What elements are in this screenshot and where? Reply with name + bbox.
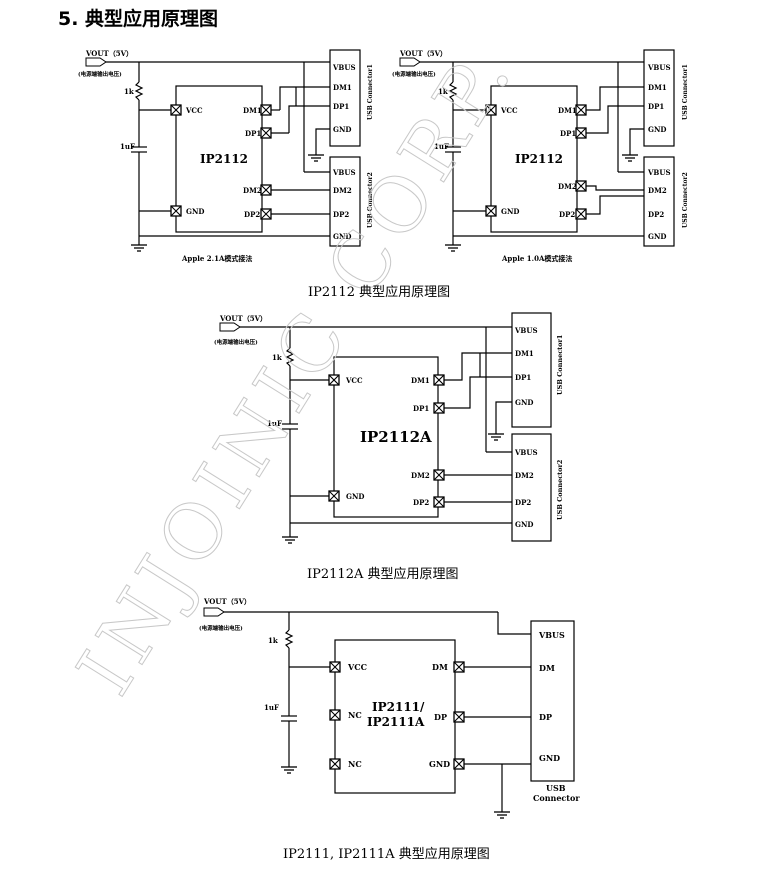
pin-nc: NC	[348, 710, 362, 720]
usb-connector2-label: USB Connector2	[367, 172, 374, 228]
resistor-label: 1k	[438, 87, 448, 96]
resistor-label: 1k	[272, 353, 282, 362]
pin-dp1: DP1	[245, 129, 261, 138]
pin-gnd: GND	[186, 207, 204, 216]
vout-label: VOUT（5V）	[203, 597, 251, 606]
caption-fig1: IP2112 典型应用原理图	[308, 285, 451, 300]
pin-dp: DP	[434, 712, 447, 722]
conn2-gnd: GND	[648, 232, 666, 241]
pin-dm2: DM2	[411, 471, 430, 480]
chip-name-ip2112a: IP2112A	[360, 428, 432, 446]
conn-dp: DP	[539, 712, 552, 722]
usb-connector2-label: USB Connector2	[556, 460, 564, 520]
mode-label-1a0: Apple 1.0A模式接法	[501, 254, 572, 263]
pin-dm: DM	[432, 662, 448, 672]
capacitor-label: 1uF	[120, 142, 135, 151]
chip-name-ip2111a: IP2111A	[367, 715, 425, 729]
pin-vcc: VCC	[345, 376, 363, 385]
usb-connector1-label: USB Connector1	[682, 64, 689, 120]
vout-note: (电源端输出电压)	[199, 624, 243, 632]
conn2-dm2: DM2	[515, 471, 534, 480]
usb-connector2-label: USB Connector2	[682, 172, 689, 228]
conn-gnd: GND	[648, 125, 666, 134]
resistor-label: 1k	[124, 87, 134, 96]
capacitor-label: 1uF	[434, 142, 449, 151]
vout-label: VOUT（5V）	[399, 49, 447, 58]
pin-dm1: DM1	[243, 106, 262, 115]
pin-vcc: VCC	[500, 106, 518, 115]
vout-label: VOUT（5V）	[85, 49, 133, 58]
conn2-dp2: DP2	[333, 210, 349, 219]
conn2-dp2: DP2	[648, 210, 664, 219]
caption-fig2: IP2112A 典型应用原理图	[307, 567, 459, 582]
pin-vcc: VCC	[347, 662, 367, 672]
vout-note: (电源端输出电压)	[214, 338, 258, 346]
pin-gnd: GND	[346, 492, 364, 501]
chip-name-ip2112: IP2112	[515, 152, 563, 166]
pin-dp2: DP2	[244, 210, 260, 219]
vout-note: (电源端输出电压)	[392, 70, 436, 78]
mode-label-2a1: Apple 2.1A模式接法	[181, 254, 252, 263]
conn-gnd: GND	[333, 125, 351, 134]
pin-dp1: DP1	[560, 129, 576, 138]
capacitor-label: 1uF	[267, 419, 282, 428]
conn-dm1: DM1	[333, 83, 352, 92]
watermark: INJOINIC CORP.	[60, 28, 532, 709]
conn-gnd: GND	[539, 753, 560, 763]
vout-label: VOUT（5V）	[219, 314, 267, 323]
vout-note: (电源端输出电压)	[78, 70, 122, 78]
conn2-gnd: GND	[515, 520, 533, 529]
chip-name-ip2111: IP2111/	[372, 700, 425, 714]
capacitor-label: 1uF	[264, 703, 279, 712]
pin-dp1: DP1	[413, 404, 429, 413]
conn-dp1: DP1	[333, 102, 349, 111]
conn2-dm2: DM2	[333, 186, 352, 195]
conn-dm1: DM1	[648, 83, 667, 92]
pin-dp2: DP2	[413, 498, 429, 507]
usb-connector1-label: USB Connector1	[367, 64, 374, 120]
pin-dm2: DM2	[243, 186, 262, 195]
diagram-ip2112-1a0	[399, 49, 675, 247]
pin-dm1: DM1	[411, 376, 430, 385]
resistor-label: 1k	[268, 636, 278, 645]
usb-connector1-label: USB Connector1	[556, 335, 564, 395]
conn2-gnd: GND	[333, 232, 351, 241]
pin-dp2: DP2	[559, 210, 575, 219]
pin-dm2: DM2	[558, 182, 577, 191]
conn-dm1: DM1	[515, 349, 534, 358]
diagram-ip2112-2a1	[85, 49, 361, 247]
conn-vbus: VBUS	[647, 63, 671, 72]
usb-connector-label-1: USB	[546, 783, 566, 793]
conn-vbus: VBUS	[332, 63, 356, 72]
section-title: 5. 典型应用原理图	[58, 8, 219, 30]
pin-gnd: GND	[501, 207, 519, 216]
conn-dp1: DP1	[648, 102, 664, 111]
conn-vbus: VBUS	[538, 630, 565, 640]
usb-connector-label-2: Connector	[533, 793, 580, 803]
conn2-vbus: VBUS	[647, 168, 671, 177]
conn2-dm2: DM2	[648, 186, 667, 195]
conn2-dp2: DP2	[515, 498, 531, 507]
pin-nc: NC	[348, 759, 362, 769]
chip-name-ip2112: IP2112	[200, 152, 248, 166]
conn-dm: DM	[539, 663, 555, 673]
pin-vcc: VCC	[185, 106, 203, 115]
pin-dm1: DM1	[558, 106, 577, 115]
pin-gnd: GND	[429, 759, 450, 769]
conn-dp1: DP1	[515, 373, 531, 382]
conn-gnd: GND	[515, 398, 533, 407]
caption-fig3: IP2111, IP2111A 典型应用原理图	[283, 847, 490, 862]
conn2-vbus: VBUS	[332, 168, 356, 177]
diagram-ip2112a	[219, 312, 552, 542]
conn-vbus: VBUS	[514, 326, 538, 335]
conn2-vbus: VBUS	[514, 448, 538, 457]
